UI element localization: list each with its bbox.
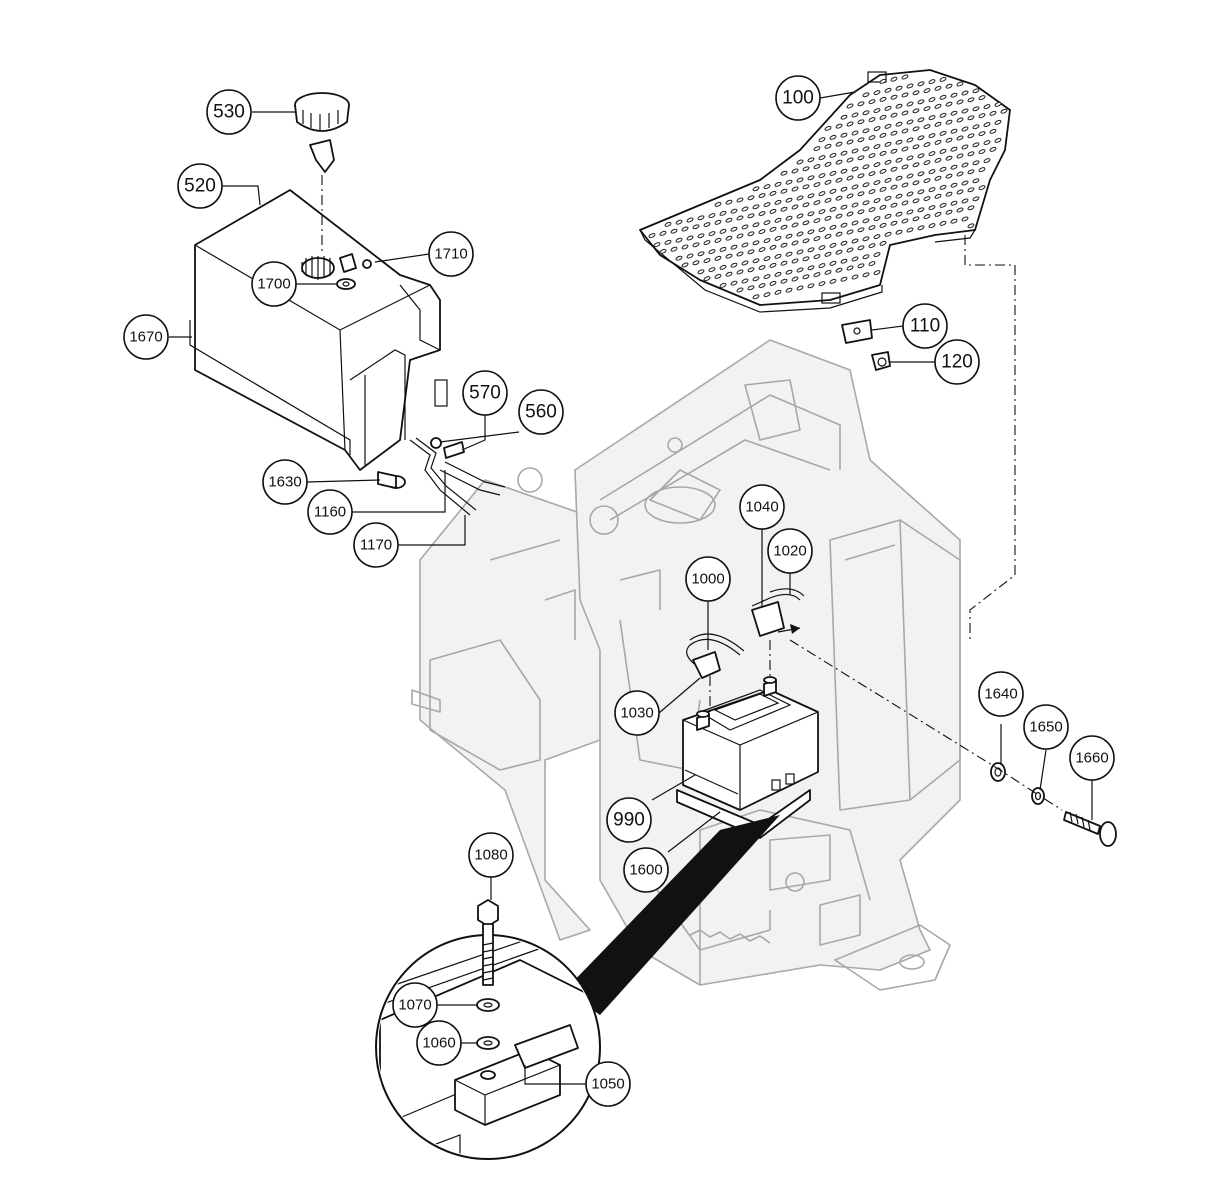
callout-1030: 1030 xyxy=(614,690,660,736)
callout-1600: 1600 xyxy=(623,847,669,893)
lock-washer xyxy=(1031,787,1045,805)
callout-1700: 1700 xyxy=(251,261,297,307)
svg-text:1700: 1700 xyxy=(257,276,290,293)
svg-text:1070: 1070 xyxy=(398,997,431,1014)
callout-560: 560 xyxy=(518,389,564,435)
callout-1020: 1020 xyxy=(767,528,813,574)
vent-fitting xyxy=(339,253,372,273)
svg-text:560: 560 xyxy=(525,402,557,423)
callout-1160: 1160 xyxy=(307,489,353,535)
svg-text:1060: 1060 xyxy=(422,1035,455,1052)
callout-520: 520 xyxy=(177,163,223,209)
callout-120: 120 xyxy=(934,339,980,385)
callout-1170: 1170 xyxy=(353,522,399,568)
svg-text:120: 120 xyxy=(941,352,973,373)
svg-text:1640: 1640 xyxy=(984,686,1017,703)
svg-text:110: 110 xyxy=(910,316,940,337)
callout-1070: 1070 xyxy=(392,982,438,1028)
callout-1040: 1040 xyxy=(739,484,785,530)
svg-text:1040: 1040 xyxy=(745,499,778,516)
callout-990: 990 xyxy=(606,797,652,843)
callout-1050: 1050 xyxy=(585,1061,631,1107)
svg-text:530: 530 xyxy=(213,102,245,123)
callout-1060: 1060 xyxy=(416,1020,462,1066)
seal-ring xyxy=(336,278,356,290)
bolt-vertical xyxy=(477,899,499,986)
callout-1650: 1650 xyxy=(1023,704,1069,750)
hose-lines xyxy=(409,437,506,516)
tank xyxy=(189,189,448,489)
callout-1000: 1000 xyxy=(685,556,731,602)
detail-callout xyxy=(375,815,780,1160)
svg-text:990: 990 xyxy=(613,810,645,831)
svg-text:1670: 1670 xyxy=(129,329,162,346)
floor-plate xyxy=(639,69,1011,313)
callout-110: 110 xyxy=(902,303,948,349)
svg-text:1170: 1170 xyxy=(360,537,392,554)
callout-1080: 1080 xyxy=(468,832,514,878)
clip-bracket xyxy=(841,319,873,344)
callout-1640: 1640 xyxy=(978,671,1024,717)
svg-text:1600: 1600 xyxy=(629,862,662,879)
svg-text:1050: 1050 xyxy=(591,1076,624,1093)
callout-570: 570 xyxy=(462,370,508,416)
svg-text:100: 100 xyxy=(782,88,814,109)
tank-cap xyxy=(294,92,350,173)
screw xyxy=(871,351,891,371)
battery xyxy=(682,676,819,811)
bolt-right xyxy=(1063,811,1117,847)
callout-1710: 1710 xyxy=(428,231,474,277)
svg-text:1160: 1160 xyxy=(314,504,346,521)
callout-530: 530 xyxy=(206,89,252,135)
callout-1630: 1630 xyxy=(262,459,308,505)
battery-cables xyxy=(686,588,805,679)
svg-text:1710: 1710 xyxy=(434,246,467,263)
floor-plate-tread-pattern xyxy=(648,74,1008,300)
svg-text:1080: 1080 xyxy=(474,847,507,864)
leader-lines xyxy=(169,91,1093,1085)
svg-text:570: 570 xyxy=(469,383,501,404)
svg-text:1650: 1650 xyxy=(1029,719,1062,736)
svg-text:1660: 1660 xyxy=(1075,750,1108,767)
svg-text:1000: 1000 xyxy=(691,571,724,588)
machine-frame xyxy=(411,339,961,991)
callout-100: 100 xyxy=(775,75,821,121)
washer-large xyxy=(990,762,1006,782)
svg-text:520: 520 xyxy=(184,176,216,197)
svg-text:1030: 1030 xyxy=(620,705,653,722)
callout-1670: 1670 xyxy=(123,314,169,360)
svg-text:1630: 1630 xyxy=(268,474,301,491)
callout-1660: 1660 xyxy=(1069,735,1115,781)
svg-text:1020: 1020 xyxy=(773,543,806,560)
